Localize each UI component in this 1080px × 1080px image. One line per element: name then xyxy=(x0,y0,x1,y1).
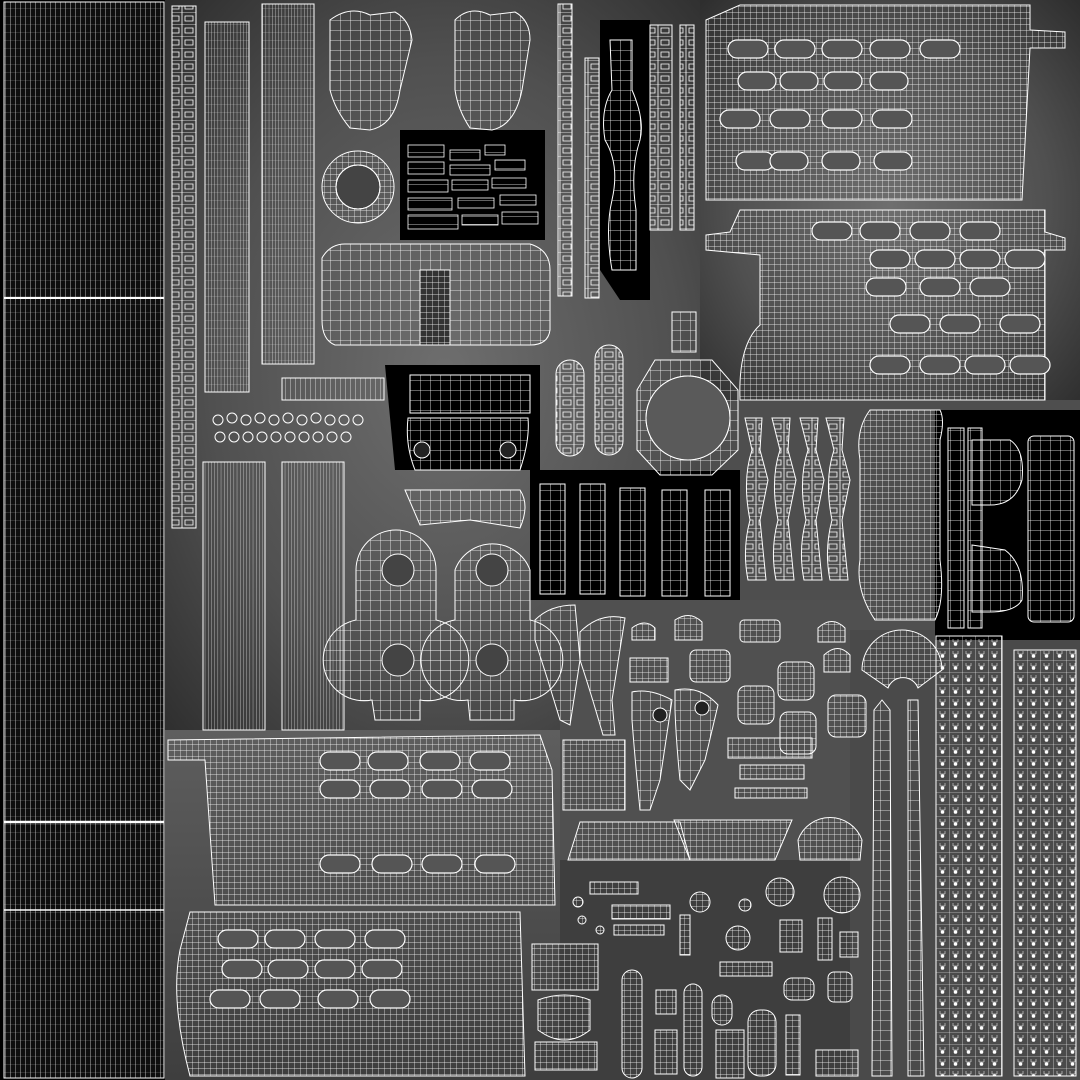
uv-island-panel-bottom-upper xyxy=(167,734,556,906)
uv-island-small-parts xyxy=(562,615,943,861)
uv-island-round-lugs xyxy=(322,529,564,721)
uv-island-bracket xyxy=(404,374,531,529)
uv-island-bracket-right xyxy=(947,427,1075,629)
uv-island-cylinder-bits xyxy=(531,876,861,1079)
uv-island-capsules xyxy=(555,344,624,457)
uv-island-panel-top-right xyxy=(705,4,1066,201)
uv-island-octagon-ring xyxy=(636,311,739,476)
uv-island-rect-cluster xyxy=(407,144,539,230)
uv-island-bench-frame xyxy=(321,243,551,346)
uv-island-hook-shapes xyxy=(534,604,719,811)
uv-island-curved-shell xyxy=(858,409,943,621)
uv-island-wavy-columns xyxy=(744,417,851,581)
uv-island-perforated-strips xyxy=(935,635,1077,1077)
uv-island-small-bar xyxy=(281,377,385,401)
uv-island-twisted-strap xyxy=(603,39,642,271)
uv-island-side-strips xyxy=(557,3,695,299)
uv-island-panel-bottom-lower xyxy=(176,911,526,1077)
uv-island-seat-shapes xyxy=(329,10,531,131)
uv-island-grid-bars xyxy=(539,483,731,597)
uv-island-ladder-column xyxy=(171,5,197,529)
uv-island-long-strip xyxy=(3,1,165,1079)
uv-island-tall-panels xyxy=(202,3,345,731)
uv-island-round-hub xyxy=(321,150,395,224)
uv-island-bolts xyxy=(212,412,364,443)
uv-island-panel-mid-right xyxy=(705,209,1066,401)
uv-island-narrow-ladders xyxy=(871,699,925,1077)
